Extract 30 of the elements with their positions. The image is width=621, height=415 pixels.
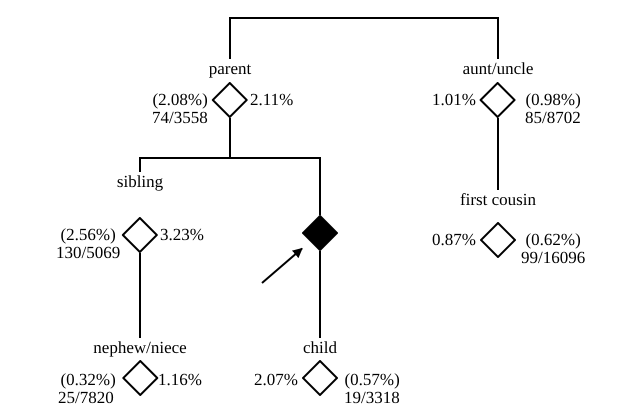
count-label: 85/8702 [525, 108, 581, 128]
percentage-label: (0.57%) [344, 370, 400, 390]
percentage-label: 3.23% [160, 225, 204, 245]
percentage-label: 2.11% [250, 90, 294, 110]
relation-label: sibling [116, 172, 164, 192]
percentage-label: (2.08%) [152, 90, 208, 110]
percentage-label: (0.32%) [60, 370, 116, 390]
pointer-arrow [261, 248, 303, 284]
relation-label: parent [208, 59, 252, 79]
count-label: 74/3558 [152, 108, 208, 128]
relation-label: child [303, 338, 337, 358]
count-label: 130/5069 [56, 243, 120, 263]
count-label: 19/3318 [344, 388, 400, 408]
percentage-label: (0.98%) [526, 90, 581, 110]
relation-label: first cousin [460, 190, 536, 210]
pedigree-line [229, 118, 321, 215]
percentage-label: 1.16% [158, 370, 202, 390]
pedigree-line [139, 253, 141, 338]
percentage-label: (0.62%) [526, 230, 581, 250]
percentage-label: 2.07% [254, 370, 298, 390]
percentage-label: 0.87% [432, 230, 476, 250]
percentage-label: (2.56%) [60, 225, 116, 245]
pedigree-line [319, 251, 321, 338]
relation-label: aunt/uncle [462, 59, 534, 79]
percentage-label: 1.01% [432, 90, 476, 110]
pedigree-line [229, 17, 499, 59]
count-label: 25/7820 [58, 388, 114, 408]
count-label: 99/16096 [521, 248, 586, 268]
pedigree-line [497, 118, 499, 190]
relation-label: nephew/niece [93, 338, 187, 358]
